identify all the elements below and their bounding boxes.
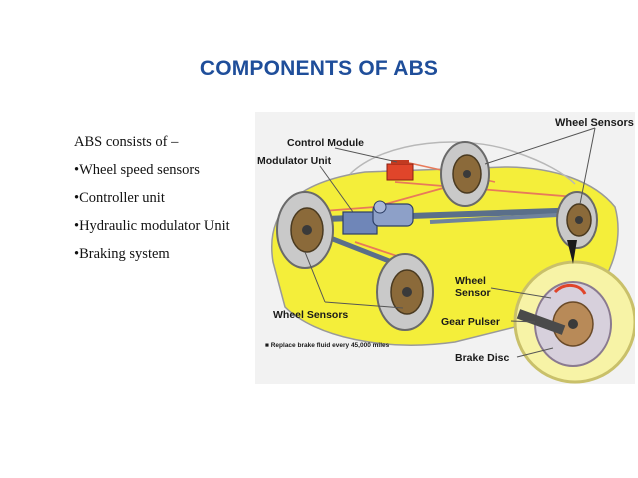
label-modulator-unit: Modulator Unit <box>257 155 332 167</box>
abs-diagram: Wheel Sensors Control Module Modulator U… <box>255 112 635 384</box>
wheel-front-left <box>276 191 334 269</box>
bullet-intro: ABS consists of – <box>74 134 179 150</box>
label-sensor: Sensor <box>455 287 491 299</box>
bullet-item: •Wheel speed sensors <box>74 162 200 178</box>
label-control-module: Control Module <box>287 137 364 149</box>
inset-pointer <box>567 240 577 264</box>
slide-title: COMPONENTS OF ABS <box>199 57 439 80</box>
label-wheel-sensors-top: Wheel Sensors <box>555 117 634 129</box>
bullet-item: •Controller unit <box>74 190 165 206</box>
label-wheel: Wheel <box>455 275 486 287</box>
label-wheel-sensors-bottom: Wheel Sensors <box>273 309 348 321</box>
label-gear-pulser: Gear Pulser <box>441 316 500 328</box>
modulator-unit <box>342 200 414 235</box>
wheel-front-right <box>440 141 490 207</box>
wheel-rear-left <box>376 253 434 331</box>
control-module <box>386 160 414 181</box>
bullet-item: •Braking system <box>74 246 170 262</box>
bullet-list: ABS consists of – •Wheel speed sensors •… <box>74 128 264 268</box>
brake-disc-inset <box>513 260 635 384</box>
leader-lines <box>304 127 596 309</box>
label-brake-disc: Brake Disc <box>455 352 509 364</box>
abs-diagram-svg: Wheel Sensors Control Module Modulator U… <box>255 112 635 384</box>
label-footnote: ■ Replace brake fluid every 45,000 miles <box>265 342 390 349</box>
bullet-item: •Hydraulic modulator Unit <box>74 218 230 234</box>
car-roof <box>349 141 576 185</box>
frame-line <box>429 212 576 224</box>
wheel-rear-right <box>556 191 598 249</box>
inset-leader-lines <box>490 287 554 358</box>
